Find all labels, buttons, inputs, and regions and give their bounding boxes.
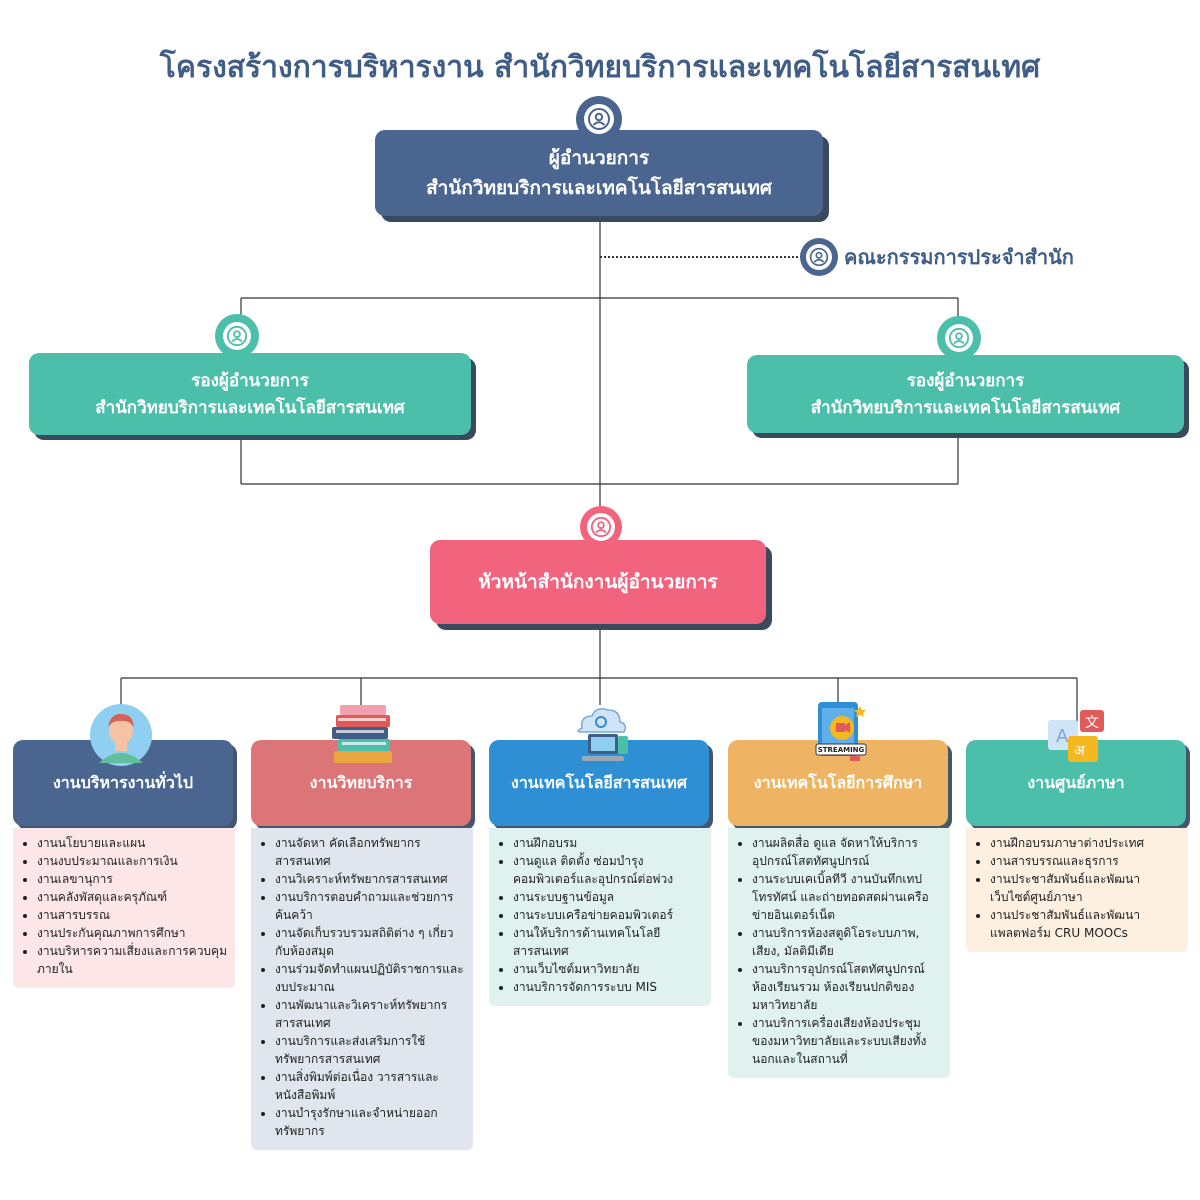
svg-text:अ: अ	[1074, 743, 1085, 759]
dept-name: งานวิทยบริการ	[309, 772, 413, 792]
list-item: งานระบบเคเบิ้ลทีวี งานบันทึกเทปโทรทัศน์ …	[752, 870, 942, 924]
dept-information-technology: งานเทคโนโลยีสารสนเทศ	[489, 740, 709, 826]
list-item: งานบำรุงรักษาและจำหน่ายออกทรัพยากร	[275, 1104, 465, 1140]
list-item: งานคลังพัสดุและครุภัณฑ์	[37, 888, 227, 906]
dept-library-service-list: งานจัดหา คัดเลือกทรัพยากรสารสนเทศ งานวิเ…	[251, 828, 473, 1150]
user-circle-icon	[800, 238, 838, 276]
deputy-box-left: รองผู้อำนวยการ สำนักวิทยบริการและเทคโนโล…	[29, 353, 471, 435]
list-item: งานบริการจัดการระบบ MIS	[513, 978, 703, 996]
list-item: งานบริการและส่งเสริมการใช้ทรัพยากรสารสนเ…	[275, 1032, 465, 1068]
list-item: งานบริหารความเสี่ยงและการควบคุมภายใน	[37, 942, 227, 978]
list-item: งานประชาสัมพันธ์และพัฒนาแพลตฟอร์ม CRU MO…	[990, 906, 1180, 942]
list-item: งานประชาสัมพันธ์และพัฒนาเว็บไซต์ศูนย์ภาษ…	[990, 870, 1180, 906]
list-item: งานบริการห้องสตูดิโอระบบภาพ, เสียง, มัลต…	[752, 924, 942, 960]
list-item: งานจัดเก็บรวบรวมสถิติต่าง ๆ เกี่ยวกับห้อ…	[275, 924, 465, 960]
streaming-phone-icon	[815, 702, 867, 761]
list-item: งานสารบรรณ	[37, 906, 227, 924]
list-item: งานร่วมจัดทำแผนปฏิบัติราชการและงบประมาณ	[275, 960, 465, 996]
deputy-org: สำนักวิทยบริการและเทคโนโลยีสารสนเทศ	[95, 398, 405, 418]
office-head-box: หัวหน้าสำนักงานผู้อำนวยการ	[430, 540, 766, 624]
list-item: งานงบประมาณและการเงิน	[37, 852, 227, 870]
list-item: งานนโยบายและแผน	[37, 834, 227, 852]
list-item: งานเลขานุการ	[37, 870, 227, 888]
page-title: โครงสร้างการบริหารงาน สำนักวิทยบริการและ…	[159, 50, 1041, 85]
user-circle-icon	[576, 96, 622, 142]
committee-label: คณะกรรมการประจำสำนัก	[844, 245, 1074, 269]
user-circle-icon	[215, 314, 259, 358]
dept-general-admin-list: งานนโยบายและแผน งานงบประมาณและการเงิน งา…	[13, 828, 235, 988]
list-item: งานผลิตสื่อ ดูแล จัดหาให้บริการอุปกรณ์โส…	[752, 834, 942, 870]
office-head-label: หัวหน้าสำนักงานผู้อำนวยการ	[478, 571, 718, 593]
list-item: งานสิ่งพิมพ์ต่อเนื่อง วารสารและหนังสือพิ…	[275, 1068, 465, 1104]
svg-text:文: 文	[1085, 715, 1099, 731]
dept-name: งานศูนย์ภาษา	[1027, 772, 1125, 792]
director-title: ผู้อำนวยการ	[548, 147, 650, 169]
list-item: งานดูแล ติดตั้ง ซ่อมบำรุงคอมพิวเตอร์และอ…	[513, 852, 703, 888]
dept-name: งานเทคโนโลยีสารสนเทศ	[511, 772, 687, 792]
list-item: งานบริการเครื่องเสียงห้องประชุมของมหาวิท…	[752, 1014, 942, 1068]
deputy-box-right: รองผู้อำนวยการ สำนักวิทยบริการและเทคโนโล…	[747, 355, 1184, 433]
dept-name: งานเทคโนโลยีการศึกษา	[753, 772, 923, 792]
cloud-computer-icon	[577, 708, 628, 761]
list-item: งานเว็บไซต์มหาวิทยาลัย	[513, 960, 703, 978]
svg-text:A: A	[1056, 726, 1069, 747]
list-item: งานบริการตอบคำถามและช่วยการค้นคว้า	[275, 888, 465, 924]
list-item: งานพัฒนาและวิเคราะห์ทรัพยากรสารสนเทศ	[275, 996, 465, 1032]
streaming-label: STREAMING	[817, 746, 865, 754]
books-stack-icon	[332, 705, 392, 763]
list-item: งานประกันคุณภาพการศึกษา	[37, 924, 227, 942]
list-item: งานบริการอุปกรณ์โสตทัศนูปกรณ์ห้องเรียนรว…	[752, 960, 942, 1014]
director-org: สำนักวิทยบริการและเทคโนโลยีสารสนเทศ	[426, 177, 772, 199]
list-item: งานฝึกอบรมภาษาต่างประเทศ	[990, 834, 1180, 852]
deputy-title: รองผู้อำนวยการ	[906, 371, 1025, 391]
dept-educational-technology-list: งานผลิตสื่อ ดูแล จัดหาให้บริการอุปกรณ์โส…	[728, 828, 950, 1078]
list-item: งานฝึกอบรม	[513, 834, 703, 852]
deputy-org: สำนักวิทยบริการและเทคโนโลยีสารสนเทศ	[810, 398, 1121, 418]
dept-language-center-list: งานฝึกอบรมภาษาต่างประเทศ งานสารบรรณและธุ…	[966, 828, 1188, 952]
dept-information-technology-list: งานฝึกอบรม งานดูแล ติดตั้ง ซ่อมบำรุงคอมพ…	[489, 828, 711, 1006]
list-item: งานจัดหา คัดเลือกทรัพยากรสารสนเทศ	[275, 834, 465, 870]
person-avatar-icon	[90, 704, 152, 766]
list-item: งานวิเคราะห์ทรัพยากรสารสนเทศ	[275, 870, 465, 888]
user-circle-icon	[937, 316, 981, 360]
list-item: งานระบบเครือข่ายคอมพิวเตอร์	[513, 906, 703, 924]
translate-icon: A 文 अ	[1048, 710, 1104, 762]
list-item: งานสารบรรณและธุรการ	[990, 852, 1180, 870]
director-box: ผู้อำนวยการ สำนักวิทยบริการและเทคโนโลยีส…	[375, 130, 823, 216]
list-item: งานระบบฐานข้อมูล	[513, 888, 703, 906]
deputy-title: รองผู้อำนวยการ	[191, 371, 309, 391]
list-item: งานให้บริการด้านเทคโนโลยีสารสนเทศ	[513, 924, 703, 960]
dept-name: งานบริหารงานทั่วไป	[52, 772, 194, 792]
user-circle-icon	[580, 506, 622, 548]
